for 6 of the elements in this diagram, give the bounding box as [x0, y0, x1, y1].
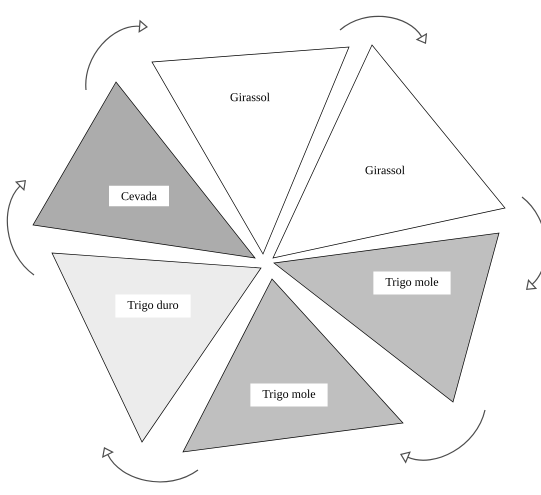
curved-arrow [85, 20, 148, 90]
curved-arrow [522, 196, 541, 290]
curved-arrow [400, 410, 486, 464]
curved-arrow [102, 447, 198, 482]
curved-arrow [340, 16, 428, 44]
curved-arrow [6, 180, 34, 276]
